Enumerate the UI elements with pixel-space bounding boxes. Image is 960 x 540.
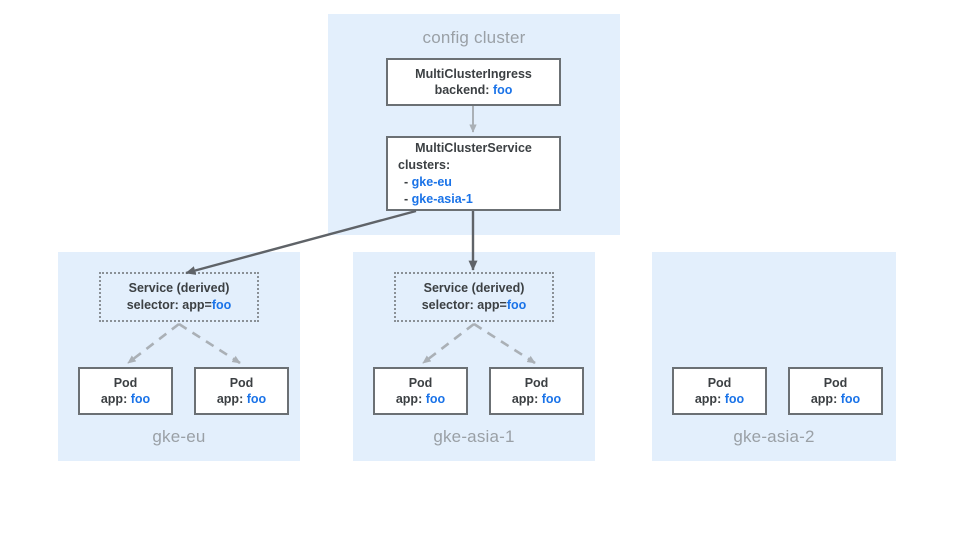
multiclusterservice-member-0: - gke-eu [388,174,575,191]
pod-label-value-gke-asia-1-0: foo [425,392,446,406]
pod-label-key-gke-asia-1-0: app: [395,392,423,406]
pod-label-key-gke-asia-1-1: app: [511,392,539,406]
member-value-1: gke-asia-1 [411,191,473,206]
derived-service-selector-gke-asia-1: selector: app=foo [422,297,527,314]
pod-label-gke-eu-1: app: foo [196,391,287,407]
derived-service-selector-label-gke-asia-1: selector: app= [421,298,507,312]
derived-service-selector-gke-eu: selector: app=foo [127,297,232,314]
derived-service-title-gke-eu: Service (derived) [128,281,230,295]
derived-service-selector-value-gke-eu: foo [211,298,232,312]
multiclusteringress-backend-value: foo [492,83,513,97]
multiclusteringress-backend: backend: foo [388,82,559,98]
pod-label-gke-asia-1-1: app: foo [491,391,582,407]
pod-box-gke-eu-0[interactable]: Pod app: foo [78,367,173,415]
cluster-caption-gke-eu: gke-eu [152,427,206,446]
pod-box-gke-asia-1-1[interactable]: Pod app: foo [489,367,584,415]
pod-label-key-gke-asia-2-0: app: [694,392,722,406]
config-cluster-caption: config cluster [422,28,526,47]
derived-service-gke-asia-1[interactable]: Service (derived) selector: app=foo [394,272,554,322]
cluster-caption-gke-asia-2: gke-asia-2 [733,427,815,446]
pod-box-gke-eu-1[interactable]: Pod app: foo [194,367,289,415]
multiclusteringress-box[interactable]: MultiClusterIngress backend: foo [386,58,561,106]
multiclusterservice-kind: MultiClusterService [415,140,532,155]
pod-title-gke-asia-2-0: Pod [707,376,732,390]
multiclusterservice-box[interactable]: MultiClusterService clusters: - gke-eu -… [386,136,561,211]
pod-label-gke-eu-0: app: foo [80,391,171,407]
pod-label-key-gke-asia-2-1: app: [810,392,838,406]
cluster-panel-gke-asia-2: gke-asia-2 [652,252,896,461]
pod-title-gke-asia-1-0: Pod [408,376,433,390]
derived-service-selector-value-gke-asia-1: foo [506,298,527,312]
pod-label-gke-asia-2-0: app: foo [674,391,765,407]
member-bullet-0: - [404,174,409,189]
pod-title-gke-asia-2-1: Pod [823,376,848,390]
pod-label-gke-asia-2-1: app: foo [790,391,881,407]
member-value-0: gke-eu [411,174,452,189]
derived-service-selector-label-gke-eu: selector: app= [126,298,212,312]
pod-label-key-gke-eu-1: app: [216,392,244,406]
pod-label-value-gke-asia-1-1: foo [541,392,562,406]
multiclusteringress-kind: MultiClusterIngress [415,67,532,81]
pod-box-gke-asia-2-1[interactable]: Pod app: foo [788,367,883,415]
pod-box-gke-asia-1-0[interactable]: Pod app: foo [373,367,468,415]
pod-title-gke-asia-1-1: Pod [524,376,549,390]
pod-label-gke-asia-1-0: app: foo [375,391,466,407]
multiclusteringress-backend-label: backend: [434,83,490,97]
pod-label-value-gke-asia-2-1: foo [840,392,861,406]
pod-label-value-gke-eu-0: foo [130,392,151,406]
cluster-caption-gke-asia-1: gke-asia-1 [433,427,515,446]
pod-label-key-gke-eu-0: app: [100,392,128,406]
derived-service-gke-eu[interactable]: Service (derived) selector: app=foo [99,272,259,322]
pod-title-gke-eu-0: Pod [113,376,138,390]
member-bullet-1: - [404,191,409,206]
pod-label-value-gke-eu-1: foo [246,392,267,406]
pod-box-gke-asia-2-0[interactable]: Pod app: foo [672,367,767,415]
multiclusterservice-clusters-label: clusters: [398,157,451,172]
pod-label-value-gke-asia-2-0: foo [724,392,745,406]
pod-title-gke-eu-1: Pod [229,376,254,390]
multiclusterservice-member-1: - gke-asia-1 [388,191,575,208]
derived-service-title-gke-asia-1: Service (derived) [423,281,525,295]
